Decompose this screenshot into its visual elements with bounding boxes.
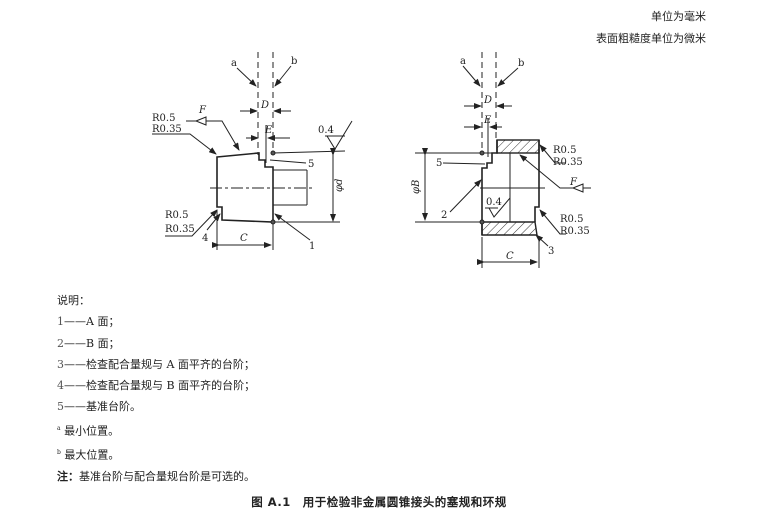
radius-label: R0.35 bbox=[165, 224, 195, 235]
legend-notes: 说明： 1——A 面； 2——B 面； 3——检查配合量规与 A 面平齐的台阶；… bbox=[57, 290, 255, 487]
footnote-b: b 最大位置。 bbox=[57, 448, 120, 462]
roughness-label: 0.4 bbox=[486, 197, 502, 208]
radius-label: R0.5 bbox=[553, 145, 576, 156]
radius-label: R0.5 bbox=[560, 214, 583, 225]
plug-gauge-labels: a b D E F R0.5 R0.35 R0.5 R0.35 0.4 φd C… bbox=[152, 56, 345, 252]
label-a: a bbox=[231, 58, 237, 69]
unit-length: 单位为毫米 bbox=[651, 10, 706, 23]
unit-roughness: 表面粗糙度单位为微米 bbox=[596, 32, 706, 45]
radius-label: R0.35 bbox=[553, 157, 583, 168]
plug-gauge-drawing bbox=[152, 52, 353, 250]
radius-label: R0.5 bbox=[152, 113, 175, 124]
callout-3: 3 bbox=[548, 246, 554, 257]
callout-2: 2 bbox=[441, 210, 447, 221]
radius-label: R0.35 bbox=[560, 226, 590, 237]
label-a: a bbox=[460, 56, 466, 67]
roughness-label: 0.4 bbox=[318, 125, 334, 136]
label-f: F bbox=[569, 177, 578, 188]
label-d: D bbox=[260, 100, 269, 111]
label-e: E bbox=[264, 125, 273, 136]
technical-drawing: a b D E F R0.5 R0.35 R0.5 R0.35 0.4 φd C… bbox=[152, 52, 591, 268]
label-f: F bbox=[198, 105, 207, 116]
label-e: E bbox=[483, 115, 492, 126]
callout-5: 5 bbox=[436, 158, 442, 169]
label-b: b bbox=[291, 56, 297, 67]
label-d: D bbox=[483, 95, 492, 106]
note: 注：基准台阶与配合量规台阶是可选的。 bbox=[57, 469, 255, 483]
note-item-4: 4——检查配合量规与 B 面平齐的台阶； bbox=[57, 379, 256, 393]
ring-gauge-labels: a b D E F R0.5 R0.35 R0.5 R0.35 0.4 φB C… bbox=[411, 56, 590, 262]
footnote-a: a 最小位置。 bbox=[57, 424, 120, 438]
callout-1: 1 bbox=[309, 241, 315, 252]
note-item-2: 2——B 面； bbox=[57, 336, 120, 350]
label-c: C bbox=[506, 251, 514, 262]
notes-title: 说明： bbox=[57, 294, 90, 307]
label-c: C bbox=[240, 233, 248, 244]
note-item-1: 1——A 面； bbox=[57, 315, 120, 329]
note-item-3: 3——检查配合量规与 A 面平齐的台阶； bbox=[57, 357, 255, 371]
radius-label: R0.5 bbox=[165, 210, 188, 221]
callout-5: 5 bbox=[308, 159, 314, 170]
radius-label: R0.35 bbox=[152, 124, 182, 135]
label-b: b bbox=[518, 58, 524, 69]
note-item-5: 5——基准台阶。 bbox=[57, 400, 141, 414]
diameter-label: φB bbox=[411, 180, 422, 194]
callout-4: 4 bbox=[202, 233, 208, 244]
ring-gauge-drawing bbox=[415, 52, 591, 268]
figure-caption: 图 A.1 用于检验非金属圆锥接头的塞规和环规 bbox=[251, 495, 507, 509]
diameter-label: φd bbox=[334, 179, 345, 192]
